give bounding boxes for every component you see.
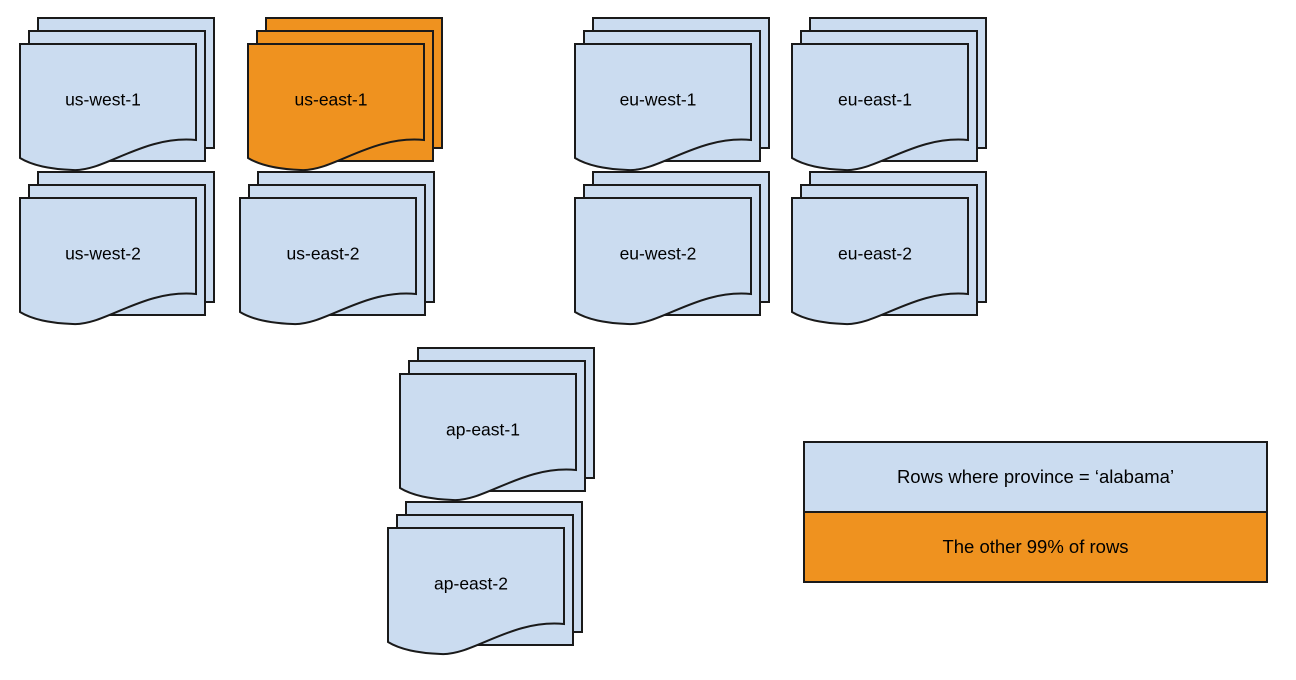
legend-row-other-rows: The other 99% of rows: [803, 511, 1268, 583]
document-stack-eu-east-2[interactable]: eu-east-2: [791, 171, 987, 326]
document-stack-label: eu-east-1: [838, 90, 912, 110]
document-stack-label: eu-west-1: [620, 90, 697, 110]
legend-swatch-other-rows: [803, 511, 1268, 583]
document-stack-label: eu-east-2: [838, 244, 912, 264]
document-stack-eu-east-1[interactable]: eu-east-1: [791, 17, 987, 172]
document-stack-label: eu-west-2: [620, 244, 697, 264]
document-stack-label: ap-east-2: [434, 574, 508, 594]
legend-label-alabama-rows: Rows where province = ‘alabama’: [897, 466, 1174, 487]
legend-group: Rows where province = ‘alabama’ The other…: [803, 441, 1268, 583]
document-stack-label: us-east-1: [295, 90, 368, 110]
document-stack-ap-east-1[interactable]: ap-east-1: [399, 347, 595, 502]
document-stack-us-west-1[interactable]: us-west-1: [19, 17, 215, 172]
legend-swatch-alabama-rows: [803, 441, 1268, 513]
document-stack-label: us-west-2: [65, 244, 141, 264]
document-stack-us-east-1[interactable]: us-east-1: [247, 17, 443, 172]
document-stack-eu-west-2[interactable]: eu-west-2: [574, 171, 770, 326]
document-stack-label: us-west-1: [65, 90, 141, 110]
stack-front-sheet: [239, 197, 417, 326]
stack-front-sheet: [574, 197, 752, 326]
stack-front-sheet: [399, 373, 577, 502]
stack-front-sheet: [19, 197, 197, 326]
stack-front-sheet: [387, 527, 565, 656]
document-stack-us-east-2[interactable]: us-east-2: [239, 171, 435, 326]
document-stacks-group: us-west-1 us-east-1 eu-west-1 eu-east-1 us-w…: [19, 17, 987, 656]
document-stack-label: ap-east-1: [446, 420, 520, 440]
document-stack-us-west-2[interactable]: us-west-2: [19, 171, 215, 326]
document-stack-eu-west-1[interactable]: eu-west-1: [574, 17, 770, 172]
stack-front-sheet: [574, 43, 752, 172]
legend-label-other-rows: The other 99% of rows: [942, 536, 1128, 557]
stack-front-sheet: [247, 43, 425, 172]
stack-front-sheet: [791, 197, 969, 326]
document-stack-ap-east-2[interactable]: ap-east-2: [387, 501, 583, 656]
stack-front-sheet: [791, 43, 969, 172]
legend-row-alabama-rows: Rows where province = ‘alabama’: [803, 441, 1268, 513]
document-stack-label: us-east-2: [287, 244, 360, 264]
stack-front-sheet: [19, 43, 197, 172]
